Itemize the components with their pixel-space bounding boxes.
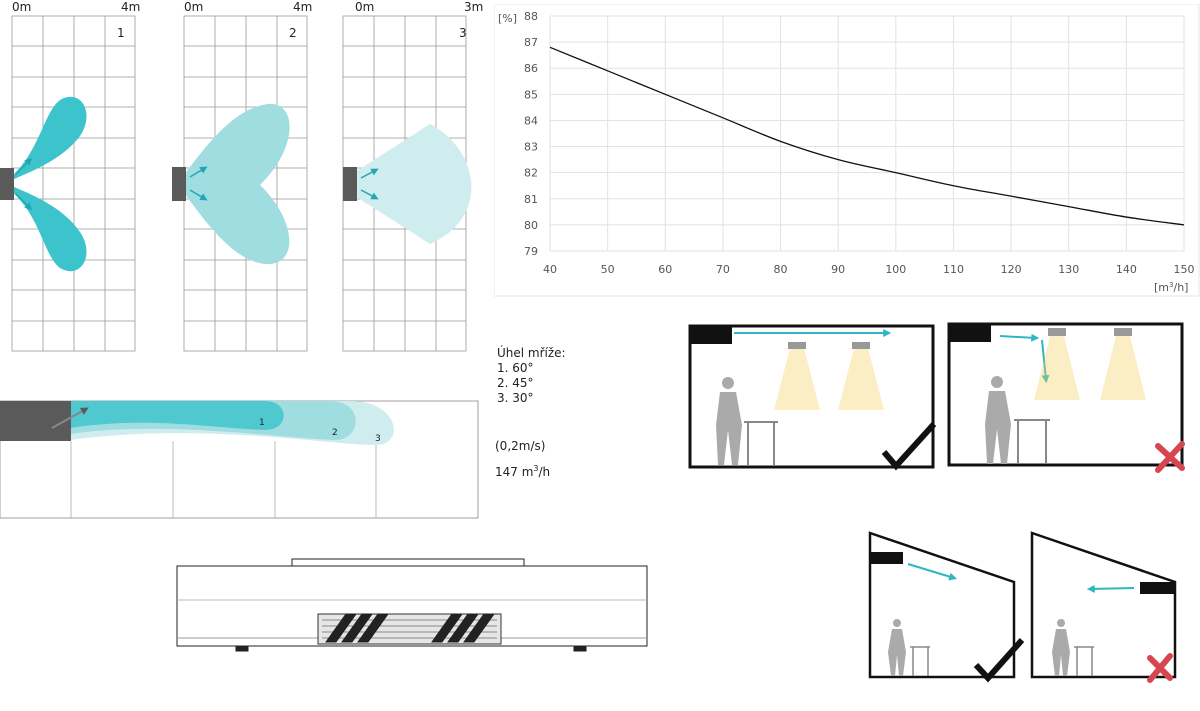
chart-x-tick-label: 110 [943, 263, 964, 276]
chart-x-tick-label: 100 [885, 263, 906, 276]
panel-number: 1 [117, 26, 125, 40]
chart-x-tick-label: 60 [658, 263, 672, 276]
chart-y-tick-label: 85 [524, 88, 538, 101]
chart-y-tick-label: 79 [524, 245, 538, 258]
side-view-label-3: 3 [375, 434, 381, 444]
chart-x-tick-label: 50 [601, 263, 615, 276]
chart-x-label: [m3/h] [1154, 281, 1188, 294]
panel-number: 2 [289, 26, 297, 40]
chart-grid [549, 15, 1185, 252]
chart-y-tick-label: 86 [524, 62, 538, 75]
chart-x-tick-label: 90 [831, 263, 845, 276]
airflow-pattern-30deg [343, 124, 472, 244]
chart-y-tick-label: 88 [524, 10, 538, 23]
room-scene-incorrect [947, 322, 1185, 473]
chart-x-tick-label: 140 [1116, 263, 1137, 276]
chart-y-tick-label: 80 [524, 219, 538, 232]
panel-end-label: 4m [121, 0, 141, 14]
airflow-pattern-45deg [172, 103, 290, 265]
efficiency-chart: 79 80 81 82 83 84 85 86 87 88 40 50 60 70 80 90 100 110 1… [494, 4, 1200, 297]
side-view-label-1: 1 [259, 418, 265, 428]
legend-item-2: 2. 45° [497, 376, 534, 390]
chart-y-tick-label: 82 [524, 167, 538, 180]
chart-y-tick-label: 87 [524, 36, 538, 49]
chart-x-tick-label: 150 [1174, 263, 1195, 276]
cross-icon [1147, 653, 1173, 683]
chart-x-ticks: 40 50 60 70 80 90 100 110 120 130 140 150 [543, 263, 1195, 276]
panel-number: 3 [459, 26, 467, 40]
flow-rate-label: 147 m3/h [495, 464, 551, 479]
grid-panel-1 [11, 15, 136, 352]
chart-y-tick-label: 81 [524, 193, 538, 206]
chart-x-tick-label: 80 [774, 263, 788, 276]
cross-icon [1155, 441, 1185, 473]
legend-title: Úhel mříže: [497, 346, 566, 360]
chart-x-tick-label: 130 [1058, 263, 1079, 276]
unit-front-view [176, 558, 648, 652]
side-view-diagram [0, 400, 479, 519]
check-icon [881, 421, 937, 471]
chart-x-tick-label: 40 [543, 263, 557, 276]
legend-item-1: 1. 60° [497, 361, 534, 375]
panel-end-label: 4m [293, 0, 313, 14]
panel-end-label: 3m [464, 0, 484, 14]
panel-start-label: 0m [12, 0, 32, 14]
check-icon [973, 637, 1025, 683]
grille-angle-legend: Úhel mříže: 1. 60° 2. 45° 3. 30° [497, 346, 566, 406]
room-scene-correct [688, 324, 937, 471]
chart-x-tick-label: 120 [1001, 263, 1022, 276]
sloped-room-incorrect [1030, 531, 1177, 683]
chart-series-line [549, 46, 1185, 226]
panel-start-label: 0m [184, 0, 204, 14]
chart-x-tick-label: 70 [716, 263, 730, 276]
side-view-label-2: 2 [332, 428, 338, 438]
chart-y-tick-label: 84 [524, 114, 538, 127]
panel-start-label: 0m [355, 0, 375, 14]
airflow-pattern-60deg [0, 96, 87, 272]
chart-y-label: [%] [498, 12, 517, 25]
legend-item-3: 3. 30° [497, 391, 534, 405]
sloped-room-correct [868, 531, 1025, 683]
chart-y-ticks: 79 80 81 82 83 84 85 86 87 88 [524, 10, 538, 258]
velocity-label: (0,2m/s) [495, 439, 546, 453]
chart-y-tick-label: 83 [524, 141, 538, 154]
